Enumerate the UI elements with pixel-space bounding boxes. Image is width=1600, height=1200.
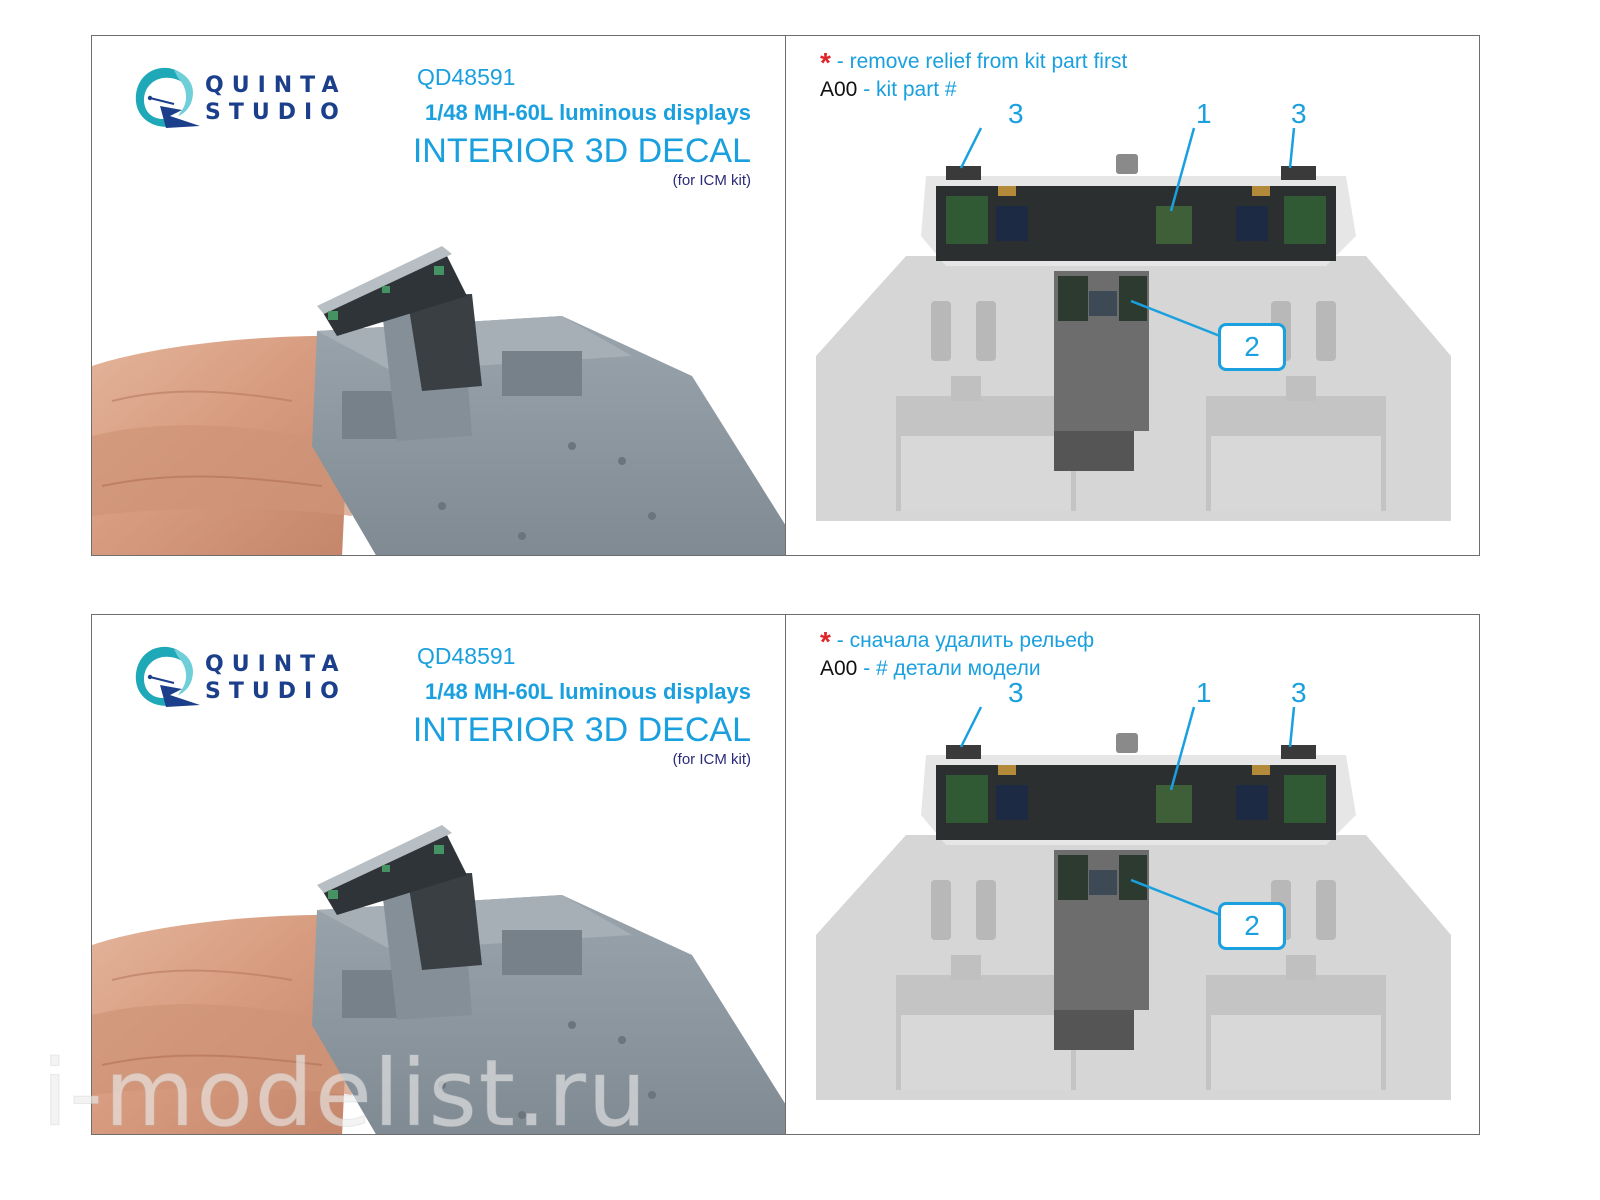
legend: * - remove relief from kit part first A0… — [820, 48, 1127, 103]
callout-1: 1 — [1196, 98, 1212, 129]
quinta-studio-logo: QUINTA STUDIO — [130, 64, 340, 134]
legend-relief-row: * - сначала удалить рельеф — [820, 626, 1095, 657]
legend-part-code: A00 — [820, 78, 858, 101]
legend-part-text: - kit part # — [863, 78, 957, 101]
legend-relief-text: - remove relief from kit part first — [836, 50, 1128, 73]
callout-3-left: 3 — [1008, 98, 1024, 129]
model-in-hand-photo — [92, 825, 785, 1134]
instruction-sheet-english: QUINTA STUDIO QD48591 1/48 MH-60L lumino… — [91, 35, 1480, 556]
cockpit-diagram-photo — [816, 127, 1451, 521]
callout-2-box: 2 — [1218, 323, 1286, 371]
product-info-pane: QUINTA STUDIO QD48591 1/48 MH-60L lumino… — [92, 615, 786, 1134]
legend: * - сначала удалить рельеф A00 - # детал… — [820, 627, 1094, 682]
brand-line-2: STUDIO — [205, 100, 347, 125]
quinta-studio-logo: QUINTA STUDIO — [130, 643, 340, 713]
quinta-q-logo-icon — [135, 67, 200, 128]
product-title: INTERIOR 3D DECAL — [412, 711, 751, 749]
brand-line-1: QUINTA — [205, 73, 347, 98]
legend-part-row: A00 - kit part # — [820, 76, 1127, 103]
quinta-q-logo-icon — [135, 646, 200, 707]
product-code: QD48591 — [417, 64, 516, 90]
red-star-icon: * — [820, 47, 831, 78]
callout-3-left: 3 — [1008, 677, 1024, 708]
legend-part-code: A00 — [820, 657, 858, 680]
brand-line-1: QUINTA — [205, 652, 347, 677]
callout-3-right: 3 — [1291, 677, 1307, 708]
diagram-pane: * - сначала удалить рельеф A00 - # детал… — [786, 615, 1479, 1134]
cockpit-diagram-photo — [816, 706, 1451, 1100]
product-subtitle: 1/48 MH-60L luminous displays — [424, 100, 751, 125]
product-subtitle: 1/48 MH-60L luminous displays — [424, 679, 751, 704]
callout-2-box: 2 — [1218, 902, 1286, 950]
kit-note: (for ICM kit) — [672, 172, 751, 189]
product-info-pane: QUINTA STUDIO QD48591 1/48 MH-60L lumino… — [92, 36, 786, 555]
legend-relief-row: * - remove relief from kit part first — [820, 47, 1128, 78]
product-code: QD48591 — [417, 643, 516, 669]
product-title: INTERIOR 3D DECAL — [412, 132, 751, 170]
legend-relief-text: - сначала удалить рельеф — [836, 629, 1095, 652]
model-in-hand-photo — [92, 246, 785, 555]
diagram-pane: * - remove relief from kit part first A0… — [786, 36, 1479, 555]
legend-part-text: - # детали модели — [863, 657, 1041, 680]
callout-1: 1 — [1196, 677, 1212, 708]
instruction-sheet-russian: QUINTA STUDIO QD48591 1/48 MH-60L lumino… — [91, 614, 1480, 1135]
brand-line-2: STUDIO — [205, 679, 347, 704]
kit-note: (for ICM kit) — [672, 751, 751, 768]
callout-3-right: 3 — [1291, 98, 1307, 129]
legend-part-row: A00 - # детали модели — [820, 655, 1094, 682]
red-star-icon: * — [820, 626, 831, 657]
